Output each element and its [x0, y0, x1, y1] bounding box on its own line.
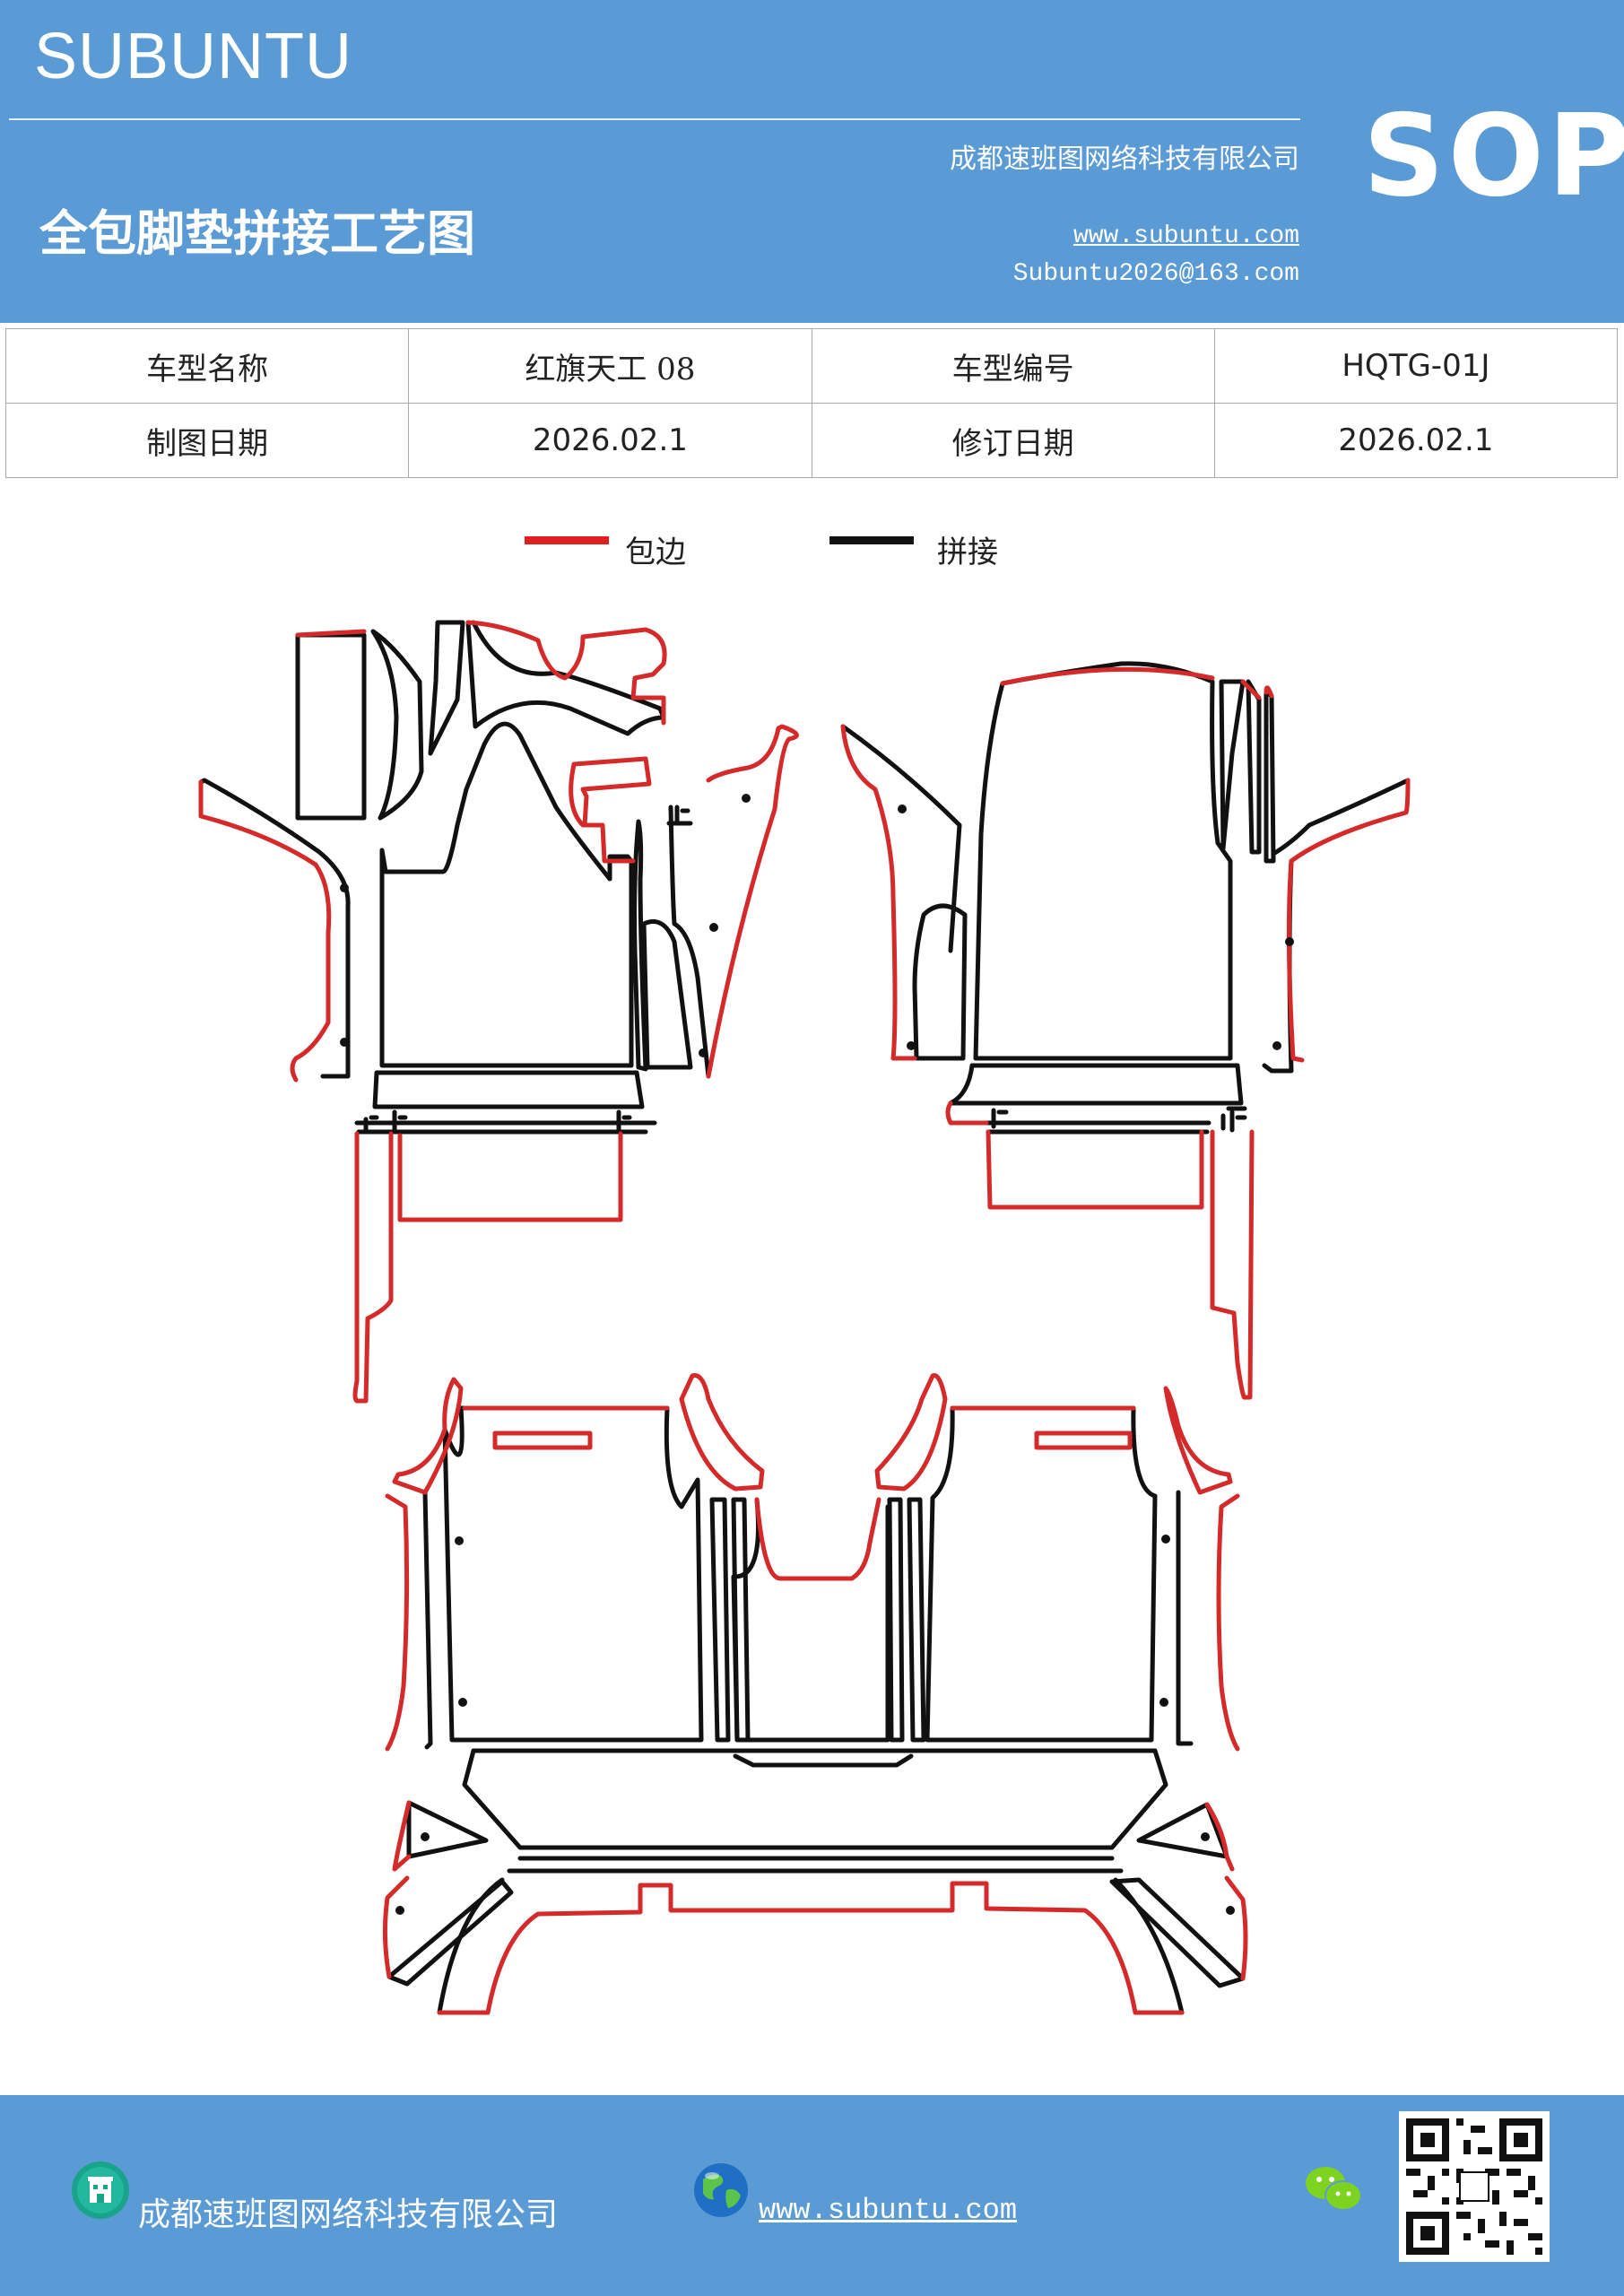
sop-badge: SOP: [1363, 90, 1624, 222]
table-cell: 车型编号: [811, 328, 1215, 404]
wechat-icon[interactable]: [1302, 2161, 1365, 2215]
header-website-link[interactable]: www.subuntu.com: [1073, 222, 1299, 250]
table-row: 制图日期 2026.02.1 修订日期 2026.02.1: [4, 403, 1619, 478]
footer-banner: 成都速班图网络科技有限公司 www.subuntu.com: [0, 2095, 1624, 2296]
header-company: 成都速班图网络科技有限公司: [950, 144, 1299, 175]
seam-lines: [198, 620, 1411, 2015]
document-title: 全包脚垫拼接工艺图: [39, 204, 475, 262]
table-cell: 制图日期: [4, 403, 410, 478]
table-cell: 修订日期: [811, 403, 1215, 478]
table-row: 车型名称 红旗天工 08 车型编号 HQTG-01J: [4, 328, 1619, 404]
header-divider: [9, 118, 1300, 120]
table-cell: HQTG-01J: [1213, 328, 1619, 404]
footer-company: 成都速班图网络科技有限公司: [138, 2196, 559, 2233]
table-cell: 红旗天工 08: [408, 328, 812, 404]
header-banner: SUBUNTU 成都速班图网络科技有限公司 全包脚垫拼接工艺图 www.subu…: [0, 0, 1624, 323]
legend-swatch-red: [525, 536, 609, 544]
legend-label: 包边: [625, 535, 686, 570]
globe-icon: [694, 2163, 748, 2217]
header-email: Subuntu2026@163.com: [1012, 260, 1299, 288]
fixing-dots: [340, 794, 1294, 1915]
info-table: 车型名称 红旗天工 08 车型编号 HQTG-01J 制图日期 2026.02.…: [4, 328, 1619, 478]
table-cell: 2026.02.1: [408, 403, 812, 478]
edge-lines: [198, 620, 1411, 2015]
legend-swatch-black: [829, 536, 914, 544]
legend-label: 拼接: [937, 535, 998, 570]
footer-website-link[interactable]: www.subuntu.com: [759, 2194, 1018, 2227]
table-cell: 2026.02.1: [1213, 403, 1619, 478]
building-icon: [72, 2161, 129, 2219]
brand-logo-text: SUBUNTU: [34, 21, 353, 92]
qr-code[interactable]: [1399, 2111, 1550, 2262]
table-cell: 车型名称: [4, 328, 410, 404]
